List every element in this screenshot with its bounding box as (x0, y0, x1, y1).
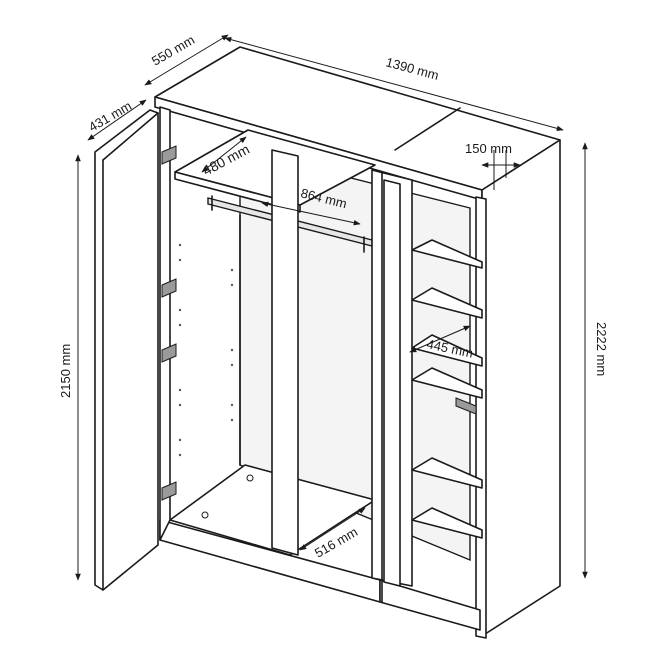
right-side-panel (481, 139, 561, 637)
dim-label-side-gap: 150 mm (465, 141, 512, 156)
shelf (411, 239, 483, 269)
shelf (411, 287, 483, 319)
shelf-pin-holes (178, 243, 234, 457)
dim-label-total-height: 2222 mm (594, 322, 609, 376)
dim-label-door-height: 2150 mm (58, 344, 73, 398)
shelf (411, 457, 483, 489)
middle-divider (271, 149, 299, 556)
shelf (411, 367, 483, 399)
open-door (94, 109, 177, 591)
cabinet-body (154, 46, 561, 639)
shelf-compartment (371, 169, 483, 603)
dimension-lines (75, 34, 588, 581)
shelf (411, 507, 483, 539)
dim-label-depth: 550 mm (149, 32, 197, 68)
hinge-icon (161, 145, 177, 501)
dim-label-width: 1390 mm (384, 54, 440, 83)
